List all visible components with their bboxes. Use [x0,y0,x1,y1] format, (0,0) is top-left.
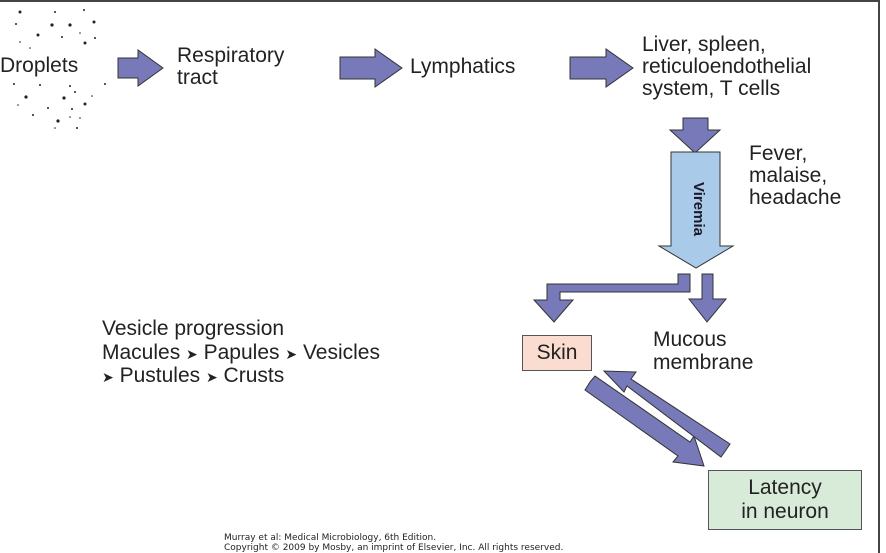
respiratory-line-2: tract [177,66,218,89]
symptoms-line-2: malaise, [749,164,828,187]
vesicle-progression-line-1: Macules ➤ Papules ➤ Vesicles [102,342,380,365]
mucous-line-1: Mucous [653,328,727,351]
arrow-latency-to-skin [602,370,731,458]
right-arrow-icon: ➤ [205,369,218,385]
stage-vesicles: Vesicles [302,341,380,364]
droplets-icon [13,9,106,129]
symptoms-line-1: Fever, [749,142,808,165]
right-arrow-icon: ➤ [285,346,298,362]
credit-line-1: Murray et al: Medical Microbiology, 6th … [224,533,437,543]
arrow-skin-to-latency [584,375,705,467]
symptoms-line-3: headache [749,186,842,209]
respiratory-line-1: Respiratory [177,44,285,67]
organs-line-2: reticuloendothelial [642,55,812,78]
right-arrow-icon: ➤ [186,346,198,362]
arrow-lymphatics-to-organs [569,48,634,88]
arrow-organs-down [668,117,722,154]
droplets-label: Droplets [0,54,79,77]
arrow-droplets-to-respiratory [117,49,164,87]
viremia-arrow [657,151,735,269]
copyright-credit: Murray et al: Medical Microbiology, 6th … [224,533,563,553]
arrow-to-skin [532,273,691,323]
organs-line-1: Liver, spleen, [642,33,766,56]
stage-papules: Papules [203,341,280,364]
latency-line-1: Latency [748,476,822,499]
viremia-label: Viremia [690,182,707,236]
vesicle-progression-line-2: ➤ Pustules ➤ Crusts [102,365,284,388]
skin-label: Skin [536,341,578,364]
stage-macules: Macules [102,341,181,364]
latency-line-2: in neuron [741,500,829,523]
lymphatics-label: Lymphatics [410,55,516,78]
right-arrow-icon: ➤ [102,369,114,385]
organs-line-3: system, T cells [642,77,781,100]
credit-line-2: Copyright © 2009 by Mosby, an imprint of… [224,543,564,553]
mucous-line-2: membrane [653,351,754,374]
latency-box: Latency in neuron [708,470,862,530]
skin-box: Skin [522,335,592,371]
slide-border-top [0,0,880,2]
stage-crusts: Crusts [223,364,285,387]
stage-pustules: Pustules [119,364,201,387]
vesicle-progression-title: Vesicle progression [102,317,285,340]
slide-border-right [878,0,880,553]
arrow-to-mucous-membrane [687,273,728,323]
arrow-respiratory-to-lymphatics [339,48,403,88]
